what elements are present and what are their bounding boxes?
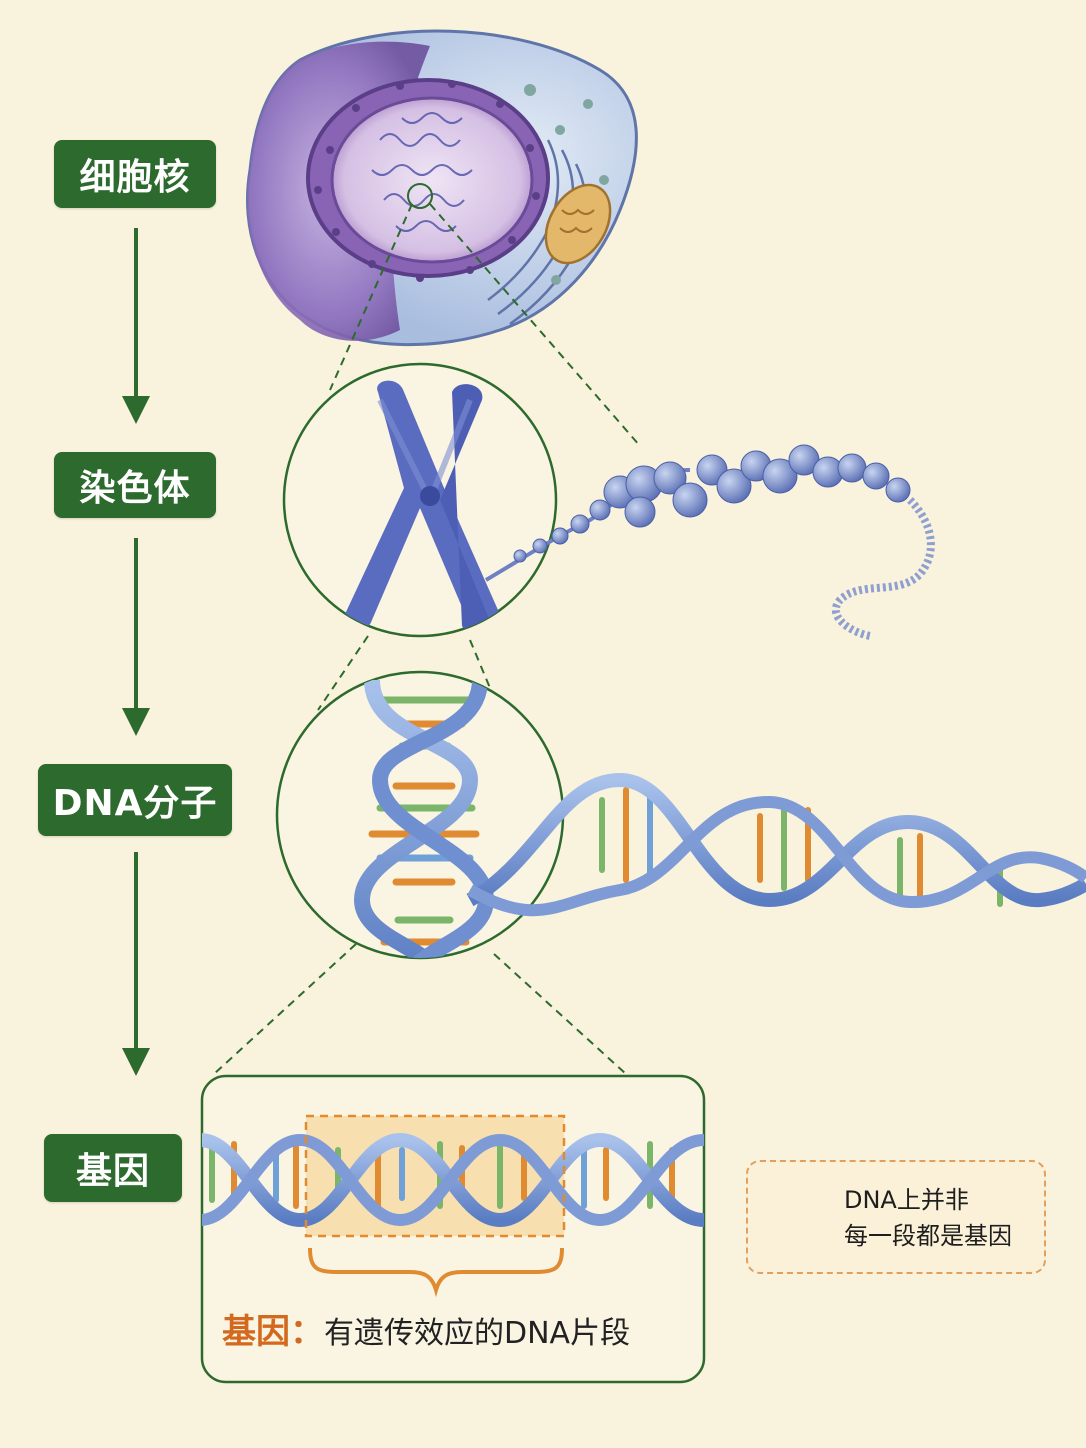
step-label-nucleus: 细胞核 [54,140,216,208]
gene-keyword: 基因 [222,1312,290,1352]
warning-text: DNA上并非 每一段都是基因 [844,1182,1012,1254]
zoom-lines [213,203,641,1075]
gene-brace [308,1247,564,1298]
step-label-gene: 基因 [44,1134,182,1202]
gene-colon: ： [290,1312,324,1352]
step-label-dna: DNA分子 [38,764,232,836]
gene-definition-text: 有遗传效应的DNA片段 [324,1316,631,1351]
chromosome-zoom [282,362,935,640]
dna-zoom [275,670,1086,960]
warning-line-1: DNA上并非 [844,1186,969,1214]
step-label-chromosome: 染色体 [54,452,216,518]
gene-panel [200,1074,706,1384]
flow-arrows [122,228,150,1076]
warning-line-2: 每一段都是基因 [844,1222,1012,1250]
gene-definition: 基因：有遗传效应的DNA片段 [222,1304,630,1353]
cell-illustration [246,29,638,347]
warning-box: DNA上并非 每一段都是基因 [746,1160,1046,1274]
